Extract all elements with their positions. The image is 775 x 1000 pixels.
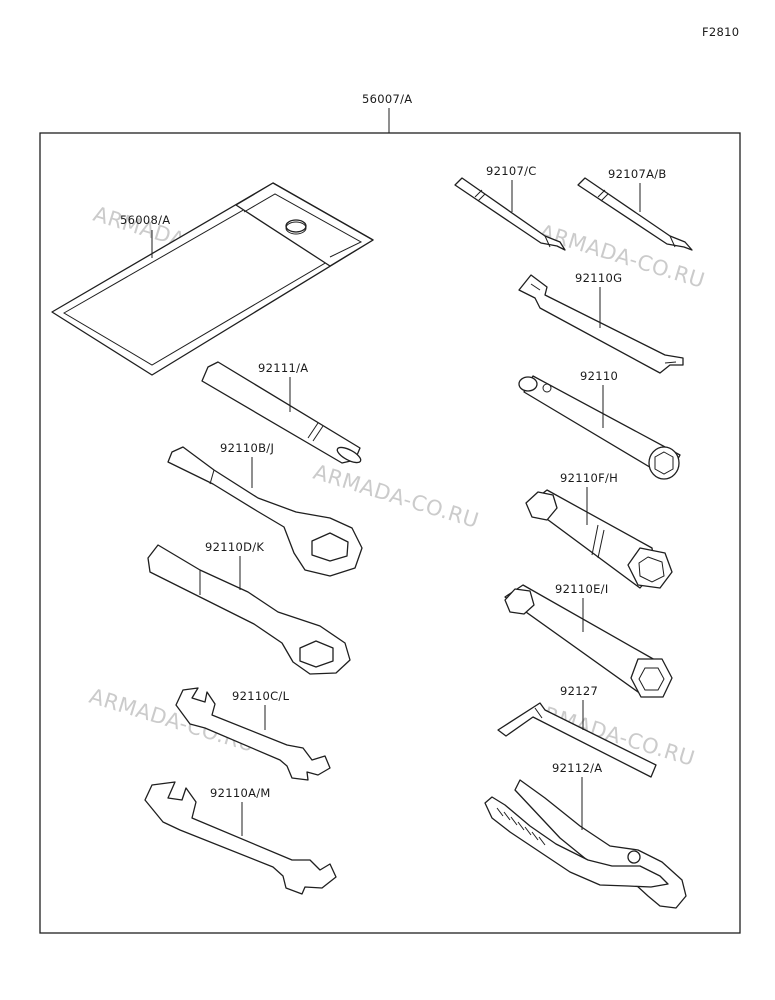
screwdriver-bit-c (454, 177, 566, 251)
ring-wrench-dk (147, 544, 351, 675)
label-ring-dk: 92110D/K (205, 540, 264, 554)
box-socket-fh (525, 489, 673, 589)
label-handle: 92111/A (258, 361, 308, 375)
open-wrench-cl (175, 687, 331, 781)
label-socket-ei: 92110E/I (555, 582, 609, 596)
label-hex-key: 92127 (560, 684, 598, 698)
handle-bar (201, 361, 362, 464)
label-socket-fh: 92110F/H (560, 471, 618, 485)
open-wrench-am (144, 781, 337, 895)
figure-code: F2810 (702, 25, 739, 39)
slip-joint-pliers (484, 779, 687, 909)
assembly-label: 56007/A (362, 92, 412, 106)
label-wrench-g: 92110G (575, 271, 622, 285)
plug-socket (518, 375, 681, 480)
label-open-am: 92110A/M (210, 786, 271, 800)
flat-wrench-g (518, 274, 684, 374)
label-ring-bj: 92110B/J (220, 441, 274, 455)
tool-pouch (51, 182, 374, 376)
label-pliers: 92112/A (552, 761, 602, 775)
label-socket-plain: 92110 (580, 369, 618, 383)
hex-key (497, 702, 657, 778)
tube-socket-ei (504, 584, 673, 698)
kit-frame (39, 132, 741, 934)
watermark: ARMADA-CO.RU (527, 698, 698, 771)
screwdriver-bit-ab (577, 177, 693, 251)
label-open-cl: 92110C/L (232, 689, 290, 703)
label-bit-c: 92107/C (486, 164, 537, 178)
ring-wrench-bj (167, 446, 363, 577)
label-bit-ab: 92107A/B (608, 167, 667, 181)
label-pouch: 56008/A (120, 213, 170, 227)
